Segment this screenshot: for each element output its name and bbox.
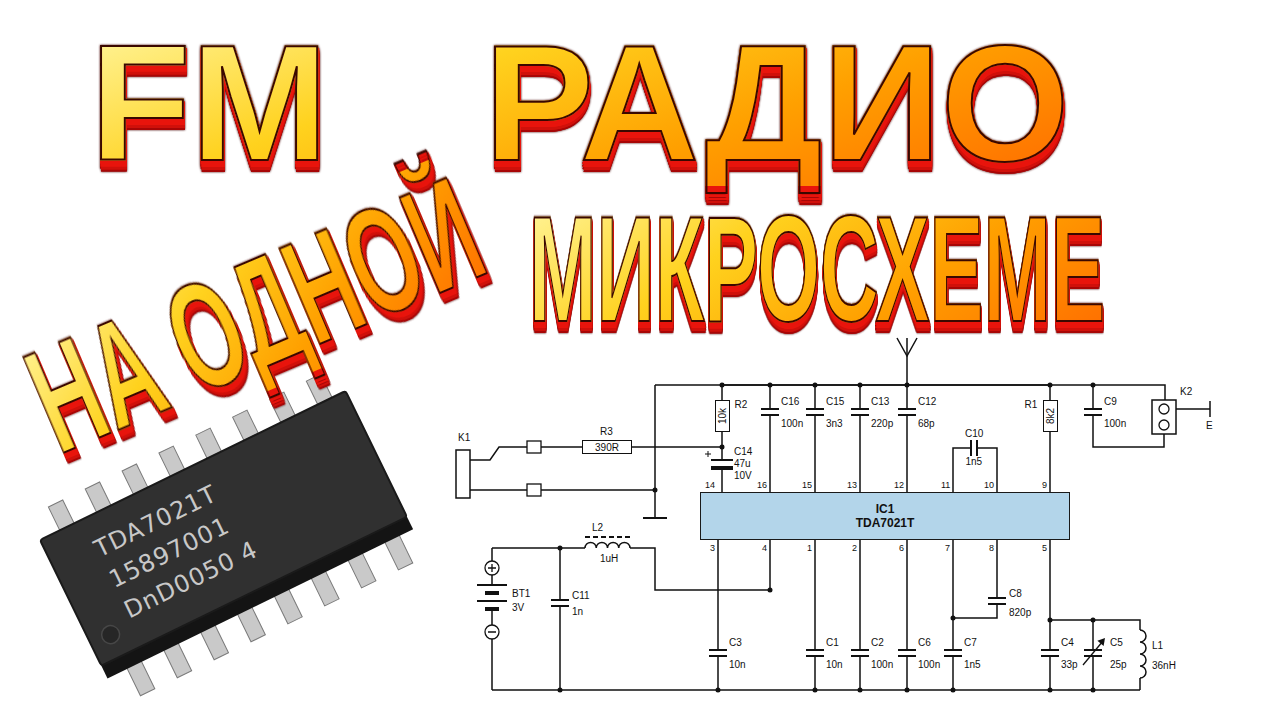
part-label: 820p	[1009, 607, 1031, 619]
pin-number: 11	[941, 480, 950, 491]
resistor-box: R210k	[715, 400, 730, 432]
wire	[470, 338, 1210, 690]
part-label: 1n	[572, 606, 583, 618]
jack-contact	[527, 441, 541, 453]
pin-number: 6	[899, 543, 904, 554]
trimmer-arrow	[1083, 641, 1103, 665]
part-label: 3V	[512, 602, 524, 614]
inductor-core	[585, 536, 630, 538]
ic-box: IC1TDA7021T	[700, 492, 1070, 540]
title-text: FM РАДИО	[90, 21, 1069, 186]
pin-number: 4	[762, 543, 767, 554]
part-label: C5	[1110, 637, 1123, 649]
part-label: C12	[918, 396, 936, 408]
chip-name: TDA7021T	[856, 516, 915, 530]
part-label: 47u	[734, 458, 751, 470]
part-name: R2	[735, 399, 748, 411]
part-label: L2	[592, 522, 603, 534]
polarity-mark	[705, 451, 711, 457]
part-label: C14	[734, 446, 752, 458]
part-label: 220p	[871, 418, 893, 430]
part-label: 10n	[826, 659, 843, 671]
pin-number: 13	[847, 480, 857, 491]
part-label: C9	[1104, 396, 1117, 408]
electrolytic-plate	[711, 466, 733, 470]
heading-text: МИКРОСХЕМЕ	[529, 194, 1105, 344]
connector-pin	[1159, 420, 1169, 430]
part-label: C6	[918, 637, 931, 649]
pin-number: 2	[852, 543, 857, 554]
resistor-box: R18k2	[1043, 400, 1058, 432]
trimmer-arrowhead	[1097, 638, 1105, 646]
wire-connector	[1049, 432, 1051, 492]
part-label: 1n5	[966, 456, 983, 468]
jack-sleeve	[456, 450, 470, 498]
part-label: 100n	[918, 659, 940, 671]
wire-connector	[632, 432, 722, 447]
part-label: 3n3	[826, 418, 843, 430]
part-label: C7	[964, 637, 977, 649]
part-label: C10	[965, 428, 983, 440]
part-label: 1uH	[600, 553, 618, 565]
pin-number: 14	[705, 480, 715, 491]
part-label: C8	[1009, 588, 1022, 600]
pin-number: 7	[945, 543, 950, 554]
part-label: 10V	[734, 470, 752, 482]
part-label: 100n	[1104, 418, 1126, 430]
part-label: C15	[826, 396, 844, 408]
part-label: 25p	[1110, 659, 1127, 671]
part-name: R3	[600, 426, 613, 438]
battery-plates	[485, 593, 499, 609]
part-label: 68p	[918, 418, 935, 430]
part-label: 100n	[871, 659, 893, 671]
part-label: C11	[572, 590, 590, 602]
resistor-value: 390R	[595, 442, 619, 453]
part-label: 100n	[781, 418, 803, 430]
pin-number: 3	[710, 543, 715, 554]
pin1-mark	[99, 623, 123, 647]
part-label: 1n5	[964, 659, 981, 671]
resistor-box: R3390R	[582, 440, 632, 454]
part-label: E	[1206, 420, 1213, 432]
part-label: K2	[1180, 386, 1192, 398]
chip-name: IC1	[876, 502, 895, 516]
pin-number: 1	[807, 543, 812, 554]
part-label: 36nH	[1152, 660, 1176, 672]
part-name: R1	[1025, 399, 1038, 411]
polarity-mark	[488, 564, 496, 632]
part-label: K1	[458, 432, 470, 444]
part-label: BT1	[512, 588, 530, 600]
part-label: C4	[1061, 637, 1074, 649]
pin-number: 12	[894, 480, 904, 491]
jack-contact	[527, 484, 541, 496]
capacitor-plates	[551, 409, 1102, 656]
junction-dots	[558, 383, 1096, 693]
resistor-value: 10k	[717, 408, 728, 424]
pin-number: 5	[1042, 543, 1047, 554]
part-label: C3	[729, 637, 742, 649]
connector-body	[1152, 400, 1176, 434]
part-label: C1	[826, 637, 839, 649]
ground-symbol	[643, 517, 667, 519]
part-label: C2	[871, 637, 884, 649]
pin-number: 16	[757, 480, 767, 491]
part-label: L1	[1152, 640, 1163, 652]
pin-number: 8	[989, 543, 994, 554]
pin-number: 10	[984, 480, 994, 491]
pin-number: 15	[802, 480, 812, 491]
part-label: 33p	[1061, 659, 1078, 671]
part-label: C13	[871, 396, 889, 408]
resistor-value: 8k2	[1045, 408, 1056, 424]
part-label: 10n	[729, 659, 746, 671]
part-label: C16	[781, 396, 799, 408]
connector-pin	[1159, 404, 1169, 414]
inductor-coil	[585, 542, 1146, 678]
pin-number: 9	[1042, 480, 1047, 491]
